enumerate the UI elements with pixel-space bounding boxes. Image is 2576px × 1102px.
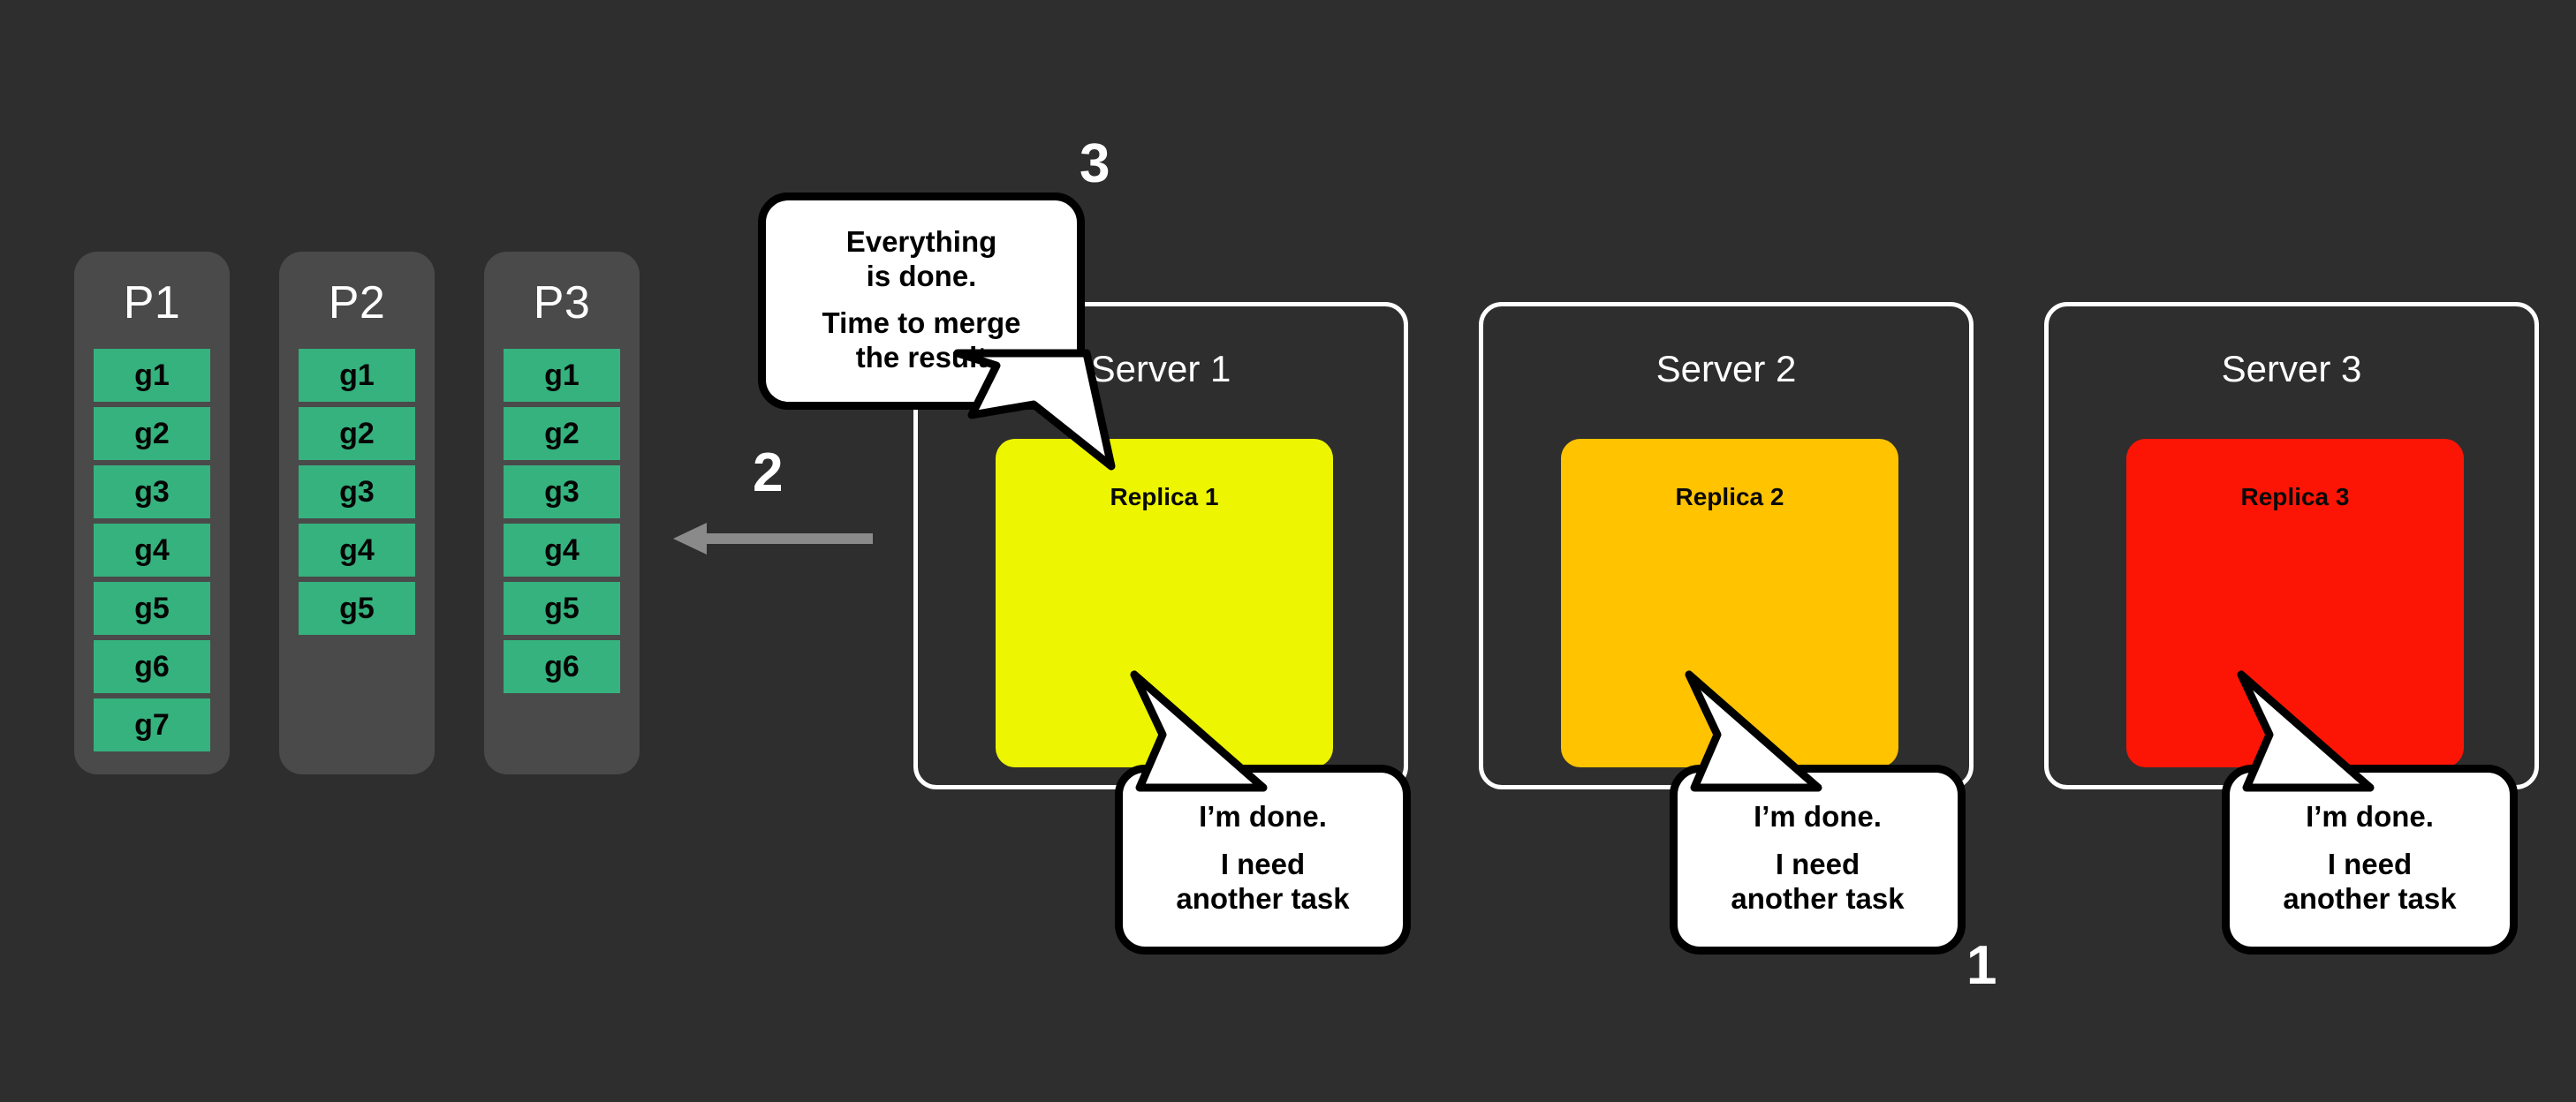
servers-group: Server 1 Replica 1 Server 2 Replica 2 Se… <box>913 302 2539 789</box>
bubble-line: I need another task <box>1695 847 1940 917</box>
partition-p1[interactable]: P1 g1 g2 g3 g4 g5 g6 g7 <box>74 252 230 774</box>
partition-title: P1 <box>123 277 181 328</box>
task-item[interactable]: g1 <box>94 349 210 402</box>
bubble-line: I need another task <box>1140 847 1385 917</box>
task-item[interactable]: g1 <box>299 349 415 402</box>
task-item[interactable]: g6 <box>504 640 620 693</box>
partition-p2[interactable]: P2 g1 g2 g3 g4 g5 <box>279 252 435 774</box>
task-list: g1 g2 g3 g4 g5 g6 <box>504 349 620 693</box>
replica-3[interactable]: Replica 3 <box>2126 439 2464 767</box>
step-number-1: 1 <box>1966 935 1997 996</box>
speech-bubble-done-3: I’m done. I need another task <box>2222 765 2518 955</box>
bubble-text: another task <box>2283 882 2457 916</box>
bubble-text: another task <box>1176 882 1350 916</box>
speech-bubble-merge: Everything is done. Time to merge the re… <box>758 192 1085 410</box>
server-title: Server 3 <box>2221 348 2362 389</box>
speech-bubble-done-1: I’m done. I need another task <box>1115 765 1411 955</box>
task-item[interactable]: g2 <box>299 407 415 460</box>
bubble-line: I’m done. <box>1140 799 1385 834</box>
bubble-text: I’m done. <box>1754 800 1882 833</box>
task-item[interactable]: g2 <box>504 407 620 460</box>
bubble-line: Time to merge the result <box>787 306 1056 375</box>
bubble-text: Everything <box>845 225 997 258</box>
task-item[interactable]: g4 <box>299 524 415 577</box>
bubble-text: I need <box>1220 847 1306 880</box>
partition-title: P3 <box>533 277 591 328</box>
step-number-2: 2 <box>753 442 784 503</box>
bubble-text: the result <box>855 340 988 374</box>
bubble-text: I’m done. <box>2306 800 2434 833</box>
server-2[interactable]: Server 2 Replica 2 <box>1479 302 1974 789</box>
task-item[interactable]: g2 <box>94 407 210 460</box>
merge-results-arrow-icon <box>673 523 873 555</box>
task-item[interactable]: g3 <box>504 465 620 518</box>
partitions-group: P1 g1 g2 g3 g4 g5 g6 g7 P2 g1 g2 g3 g4 g… <box>74 252 640 774</box>
task-item[interactable]: g3 <box>299 465 415 518</box>
partition-p3[interactable]: P3 g1 g2 g3 g4 g5 g6 <box>484 252 640 774</box>
partition-title: P2 <box>328 277 386 328</box>
task-item[interactable]: g6 <box>94 640 210 693</box>
server-title: Server 1 <box>1090 348 1231 389</box>
step-number-3: 3 <box>1080 133 1110 194</box>
task-item[interactable]: g4 <box>94 524 210 577</box>
bubble-line: I’m done. <box>2247 799 2492 834</box>
task-item[interactable]: g1 <box>504 349 620 402</box>
task-list: g1 g2 g3 g4 g5 g6 g7 <box>94 349 210 751</box>
task-item[interactable]: g7 <box>94 698 210 751</box>
task-item[interactable]: g4 <box>504 524 620 577</box>
replica-2[interactable]: Replica 2 <box>1561 439 1898 767</box>
bubble-text: I need <box>1775 847 1860 880</box>
bubble-text: I need <box>2327 847 2413 880</box>
bubble-text: is done. <box>866 259 977 292</box>
speech-bubble-done-2: I’m done. I need another task <box>1670 765 1966 955</box>
server-3[interactable]: Server 3 Replica 3 <box>2044 302 2539 789</box>
task-item[interactable]: g5 <box>299 582 415 635</box>
bubble-text: another task <box>1731 882 1905 916</box>
task-item[interactable]: g3 <box>94 465 210 518</box>
task-list: g1 g2 g3 g4 g5 <box>299 349 415 635</box>
bubble-line: I’m done. <box>1695 799 1940 834</box>
bubble-text: Time to merge <box>822 306 1021 339</box>
task-item[interactable]: g5 <box>94 582 210 635</box>
task-item[interactable]: g5 <box>504 582 620 635</box>
server-title: Server 2 <box>1655 348 1797 389</box>
bubble-line: I need another task <box>2247 847 2492 917</box>
bubble-line: Everything is done. <box>787 225 1056 294</box>
replica-1[interactable]: Replica 1 <box>996 439 1333 767</box>
bubble-text: I’m done. <box>1199 800 1327 833</box>
